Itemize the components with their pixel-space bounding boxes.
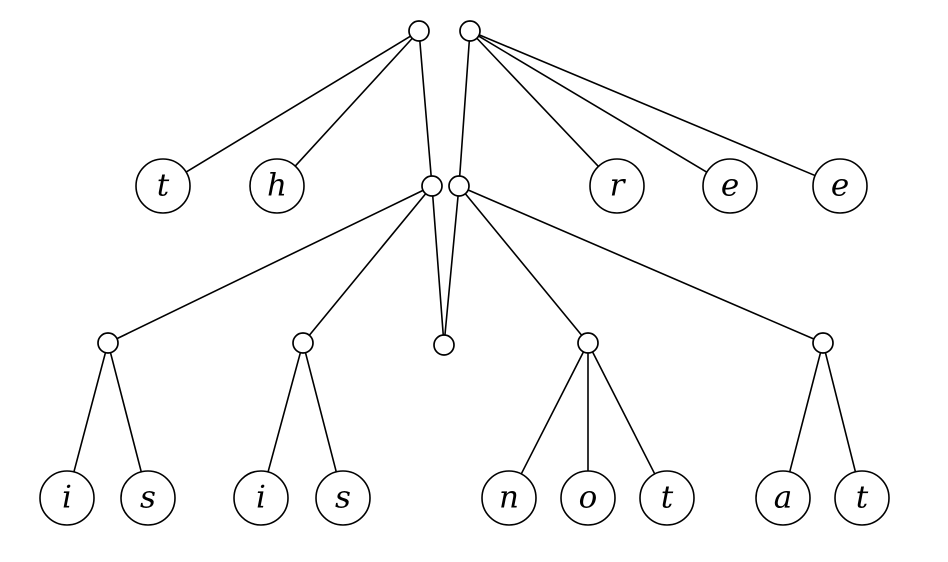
leaf-node-circle [812,158,868,214]
node-label: h [267,168,287,204]
node-label: t [856,480,869,516]
node-label: s [140,480,156,516]
leaf-node-e-2[interactable]: e [812,158,868,214]
tree-edge [467,189,815,340]
tree-edge [478,34,816,177]
leaf-node-o[interactable]: o [560,470,616,526]
tree-edge [824,351,857,473]
leaf-node-i-2[interactable]: i [233,470,289,526]
internal-node-circle [433,334,455,356]
leaf-node-circle [249,158,305,214]
node-label: n [499,480,519,516]
tree-edge [419,40,432,177]
node-label: e [721,168,739,204]
leaf-node-circle [560,470,616,526]
internal-node-circle [292,332,314,354]
tree-edge [304,351,338,473]
node-label: t [157,168,170,204]
leaf-node-circle [120,470,176,526]
tree-edge [73,351,107,473]
leaf-node-circle [135,158,191,214]
leaf-node-circle [589,158,645,214]
tree-edge [458,40,471,177]
leaf-node-e-1[interactable]: e [702,158,758,214]
internal-node-circle [459,20,481,42]
leaf-node-circle [481,470,537,526]
leaf-node-t-3[interactable]: t [834,470,890,526]
branch-node-2[interactable] [292,332,314,354]
leaf-node-circle [639,470,695,526]
node-label: e [831,168,849,204]
leaf-node-circle [834,470,890,526]
leaf-node-h[interactable]: h [249,158,305,214]
leaf-node-t-2[interactable]: t [639,470,695,526]
tree-edge [464,192,583,337]
root-node-right[interactable] [459,20,481,42]
leaf-node-i-1[interactable]: i [39,470,95,526]
tree-edge [477,35,708,173]
mid-node-left[interactable] [421,175,443,197]
node-label: a [774,480,792,516]
branch-node-4[interactable] [812,332,834,354]
leaf-node-circle [702,158,758,214]
internal-node-circle [421,175,443,197]
branch-node-empty[interactable] [433,334,455,356]
internal-node-circle [577,332,599,354]
internal-node-circle [97,332,119,354]
tree-edge [591,351,656,475]
leaf-node-s-1[interactable]: s [120,470,176,526]
tree-edge [267,351,302,473]
tree-edge [116,189,424,340]
leaf-node-circle [315,470,371,526]
node-label: o [579,480,598,516]
branch-node-1[interactable] [97,332,119,354]
node-label: i [62,480,72,516]
node-label: s [335,480,351,516]
leaf-node-r[interactable]: r [589,158,645,214]
tree-edge [109,351,143,473]
tree-edge [520,351,585,475]
internal-node-circle [812,332,834,354]
branch-node-3[interactable] [577,332,599,354]
leaf-node-s-2[interactable]: s [315,470,371,526]
nodes-layer: t h r e e i s i s n o t a t [39,20,890,526]
tree-edge [788,351,822,473]
leaf-node-a[interactable]: a [755,470,811,526]
edges-layer [73,34,857,475]
tree-edge [185,35,412,173]
leaf-node-n[interactable]: n [481,470,537,526]
internal-node-circle [408,20,430,42]
root-node-left[interactable] [408,20,430,42]
node-label: t [661,480,674,516]
node-label: r [610,168,627,204]
tree-edge [294,37,414,167]
mid-node-right[interactable] [448,175,470,197]
leaf-node-t-1[interactable]: t [135,158,191,214]
internal-node-circle [448,175,470,197]
tree-edge [444,195,459,336]
leaf-node-circle [233,470,289,526]
node-label: i [256,480,266,516]
tree-edge [431,195,445,336]
leaf-node-circle [39,470,95,526]
tree-edge [476,37,600,168]
leaf-node-circle [755,470,811,526]
tree-edge [308,192,427,337]
